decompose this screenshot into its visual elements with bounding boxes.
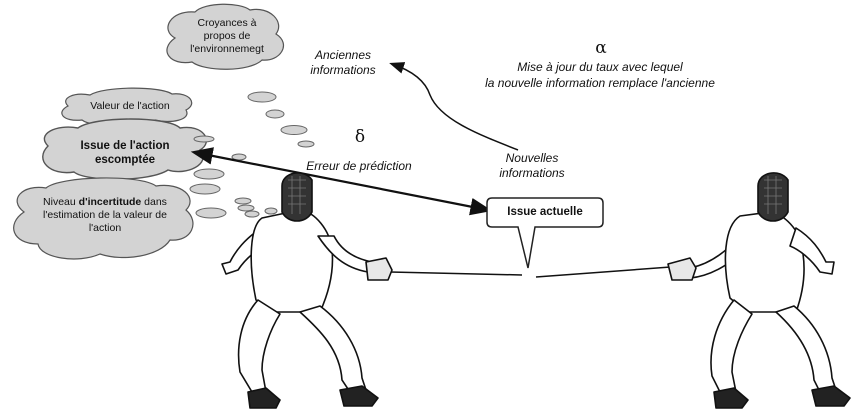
alpha-description-line1: Mise à jour du taux avec lequel — [517, 60, 683, 74]
fencer-right — [535, 172, 851, 409]
cloud-uncertainty — [13, 177, 194, 260]
fencer-left — [221, 172, 523, 409]
alpha-description-line2: la nouvelle information remplace l'ancie… — [485, 76, 715, 90]
uncertainty-text-post: dans l'estimation de la valeur de l'acti… — [43, 196, 167, 235]
cloud-uncertainty-text: Niveau d'incertitude dans l'estimation d… — [26, 196, 184, 235]
uncertainty-text-bold: d'incertitude — [78, 196, 142, 208]
alpha-symbol: α — [595, 38, 607, 58]
cloud-expected-outcome-text: Issue de l'action escomptée — [80, 140, 170, 167]
update-arrow — [389, 62, 519, 151]
old-info-label: Anciennes informations — [310, 48, 376, 77]
delta-symbol: δ — [354, 127, 366, 147]
cloud-beliefs — [166, 3, 284, 70]
prediction-error-arrow — [190, 147, 493, 216]
prediction-error-label: Erreur de prédiction — [306, 159, 412, 173]
speech-bubble-actual-outcome — [486, 197, 604, 269]
actual-outcome-label: Issue actuelle — [507, 206, 583, 218]
uncertainty-text-pre: Niveau — [43, 196, 79, 208]
cloud-action-value — [61, 87, 193, 127]
cloud-action-value-text: Valeur de l'action — [90, 100, 170, 112]
new-info-label: Nouvelles informations — [499, 151, 565, 180]
cloud-beliefs-text: Croyances à propos de l'environnemegt — [190, 17, 264, 56]
